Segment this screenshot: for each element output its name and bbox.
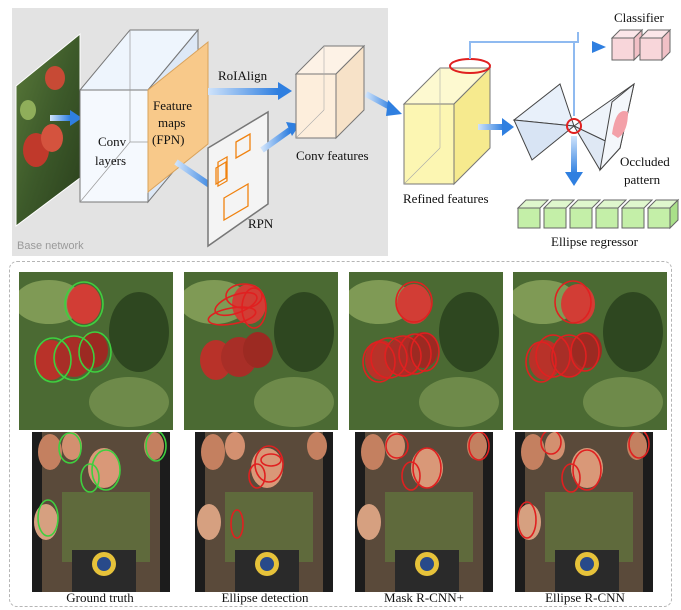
apple-image — [184, 272, 338, 430]
feature-maps-block — [147, 40, 209, 194]
result-podium-mask-rcnn-plus — [355, 432, 493, 592]
architecture-diagram: Base network Conv layers Feature maps (F… — [12, 8, 680, 256]
roialign-label: RoIAlign — [218, 68, 268, 83]
conv-layers-label-1: Conv — [98, 134, 127, 149]
result-apple-ellipse-rcnn — [513, 272, 667, 430]
caption-mask-rcnn-plus: Mask R-CNN+ — [384, 590, 464, 605]
result-podium-ground-truth — [32, 432, 170, 592]
caption-ground-truth: Ground truth — [66, 590, 134, 605]
conv-features-label: Conv features — [296, 148, 369, 163]
arrow-to-classifier — [469, 32, 606, 59]
ellipse-overlays — [525, 280, 600, 383]
arrow-to-ellipse-regressor — [565, 136, 583, 186]
ellipse-overlays — [34, 281, 112, 383]
base-network-label: Base network — [17, 240, 84, 252]
podium-image — [515, 432, 653, 592]
podium-image — [355, 432, 493, 592]
refined-features-label: Refined features — [403, 191, 489, 206]
classifier-label: Classifier — [614, 10, 664, 25]
caption-ellipse-rcnn: Ellipse R-CNN — [545, 590, 625, 605]
occluded-pattern-label-2: pattern — [624, 172, 661, 187]
occluded-pattern-label-1: Occluded — [620, 154, 670, 169]
result-apple-ellipse-detection — [184, 272, 338, 430]
feature-maps-label-1: Feature — [153, 98, 192, 113]
hourglass-ellipse-marker — [566, 118, 582, 134]
apple-image — [19, 272, 173, 430]
ellipse-overlays — [385, 432, 490, 491]
feature-maps-label-3: (FPN) — [152, 132, 185, 147]
arrow-to-hourglass — [478, 118, 514, 136]
rpn-label: RPN — [248, 216, 274, 231]
results-panel — [9, 261, 672, 607]
arrow-to-refined-features — [364, 91, 402, 116]
result-podium-ellipse-rcnn — [515, 432, 653, 592]
ellipse-regressor-label: Ellipse regressor — [551, 234, 639, 249]
conv-layers-label-2: layers — [95, 153, 126, 168]
ellipse-overlays — [362, 281, 440, 383]
hourglass-block — [512, 82, 635, 172]
arrow-roialign — [208, 82, 292, 100]
arrow-input-to-conv — [50, 110, 82, 126]
podium-image — [32, 432, 170, 592]
caption-ellipse-detection: Ellipse detection — [221, 590, 309, 605]
apple-image — [513, 272, 667, 430]
result-apple-ground-truth — [19, 272, 173, 430]
podium-image — [195, 432, 333, 592]
result-apple-mask-rcnn-plus — [349, 272, 503, 430]
refined-features-block — [402, 66, 492, 186]
rpn-block — [207, 110, 269, 248]
result-podium-ellipse-detection — [195, 432, 333, 592]
ellipse-regressor-block — [516, 198, 680, 230]
ellipse-overlays — [37, 432, 167, 537]
ellipse-overlays — [207, 283, 267, 329]
ellipse-overlays — [517, 432, 650, 539]
conv-features-block — [294, 44, 366, 140]
apple-image — [349, 272, 503, 430]
feature-maps-label-2: maps — [158, 115, 185, 130]
ellipse-overlays — [230, 445, 284, 539]
classifier-block — [610, 28, 672, 62]
